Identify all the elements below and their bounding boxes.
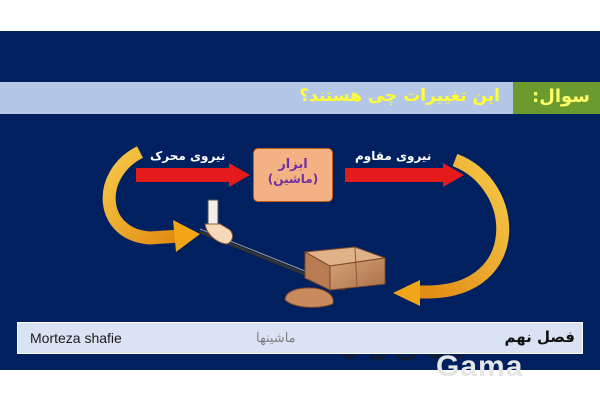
footer-bar (17, 322, 583, 354)
resisting-force-arrowhead (443, 163, 464, 187)
left-curved-arrow (102, 146, 181, 245)
title-band (0, 82, 600, 114)
stone-icon (284, 287, 334, 308)
machine-label: (ماشین) (267, 172, 319, 186)
driving-force-label: نیروی محرک (150, 149, 226, 163)
hand-icon (204, 199, 234, 245)
right-curved-arrow (418, 153, 510, 299)
driving-force-arrow-shaft (136, 168, 231, 182)
box-icon (303, 246, 386, 291)
question-label-box: سوال: (513, 82, 600, 114)
watermark-logo: Gama (436, 350, 524, 383)
tool-machine-box: ابزار (ماشین) (253, 148, 333, 202)
right-curved-arrowhead (393, 280, 420, 306)
resisting-force-label: نیروی مقاوم (355, 149, 432, 163)
subject-logo-text: ماشینها (256, 331, 296, 346)
chapter-label: فصل نهم (504, 328, 575, 346)
tool-label: ابزار (278, 157, 308, 172)
resisting-force-arrow-shaft (345, 168, 445, 182)
author-name: Morteza shafie (30, 330, 122, 346)
top-margin (0, 0, 600, 31)
question-label: سوال: (532, 86, 590, 107)
left-curved-arrowhead (173, 220, 200, 252)
driving-force-arrowhead (229, 163, 250, 187)
bottom-margin (0, 370, 600, 400)
question-text: این تغییرات چی هستند؟ (299, 86, 500, 106)
